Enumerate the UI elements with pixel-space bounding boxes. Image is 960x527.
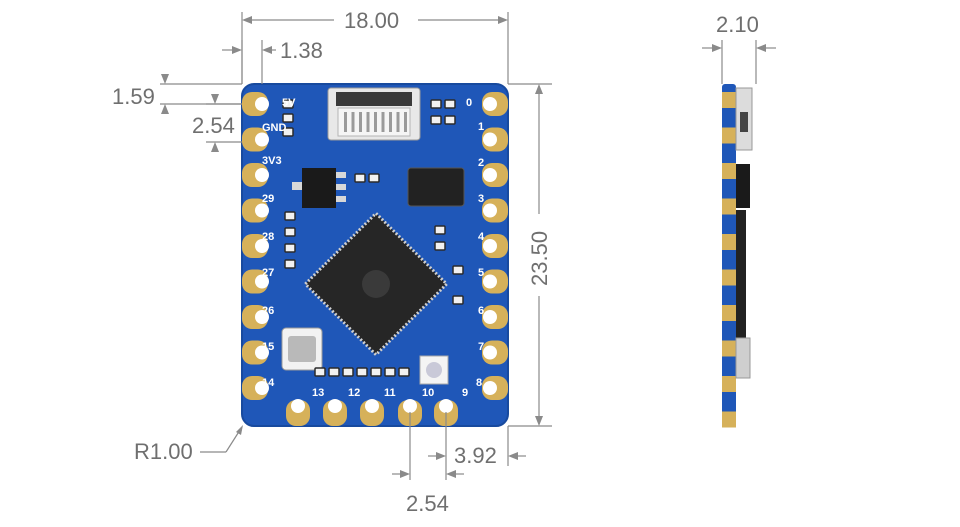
passive-components — [282, 99, 464, 377]
pad — [360, 399, 384, 426]
pin-label-9: 9 — [462, 387, 468, 399]
dim-edge-offset-label: 1.38 — [280, 38, 323, 63]
pin-label-gnd: GND — [262, 122, 287, 134]
dim-bottom-offset-label: 3.92 — [454, 443, 497, 468]
pad — [242, 92, 269, 116]
dim-thickness-label: 2.10 — [716, 12, 759, 37]
left-pin-pads — [242, 92, 269, 400]
dim-thickness: 2.10 — [702, 12, 776, 84]
pad — [242, 198, 269, 223]
pad — [482, 234, 508, 258]
rgb-led — [419, 355, 449, 385]
pad — [482, 376, 508, 400]
pin-label-6: 6 — [478, 305, 484, 317]
pad — [323, 399, 347, 426]
pin-label-11: 11 — [384, 387, 396, 399]
pin-label-28: 28 — [262, 231, 274, 243]
pin-label-27: 27 — [262, 267, 274, 279]
fpc-connector — [327, 87, 421, 141]
pad — [242, 269, 269, 294]
dim-top-offset-label: 1.59 — [112, 84, 155, 109]
dim-height-label: 23.50 — [527, 231, 552, 286]
dim-pin-pitch-bottom: 2.54 — [392, 412, 464, 516]
flash-chip — [407, 167, 465, 207]
dim-top-offset: 1.59 — [112, 74, 242, 114]
pad — [242, 340, 269, 365]
voltage-regulator — [292, 168, 346, 208]
pad — [242, 163, 269, 187]
pin-label-15: 15 — [262, 341, 274, 353]
pin-label-13: 13 — [312, 387, 324, 399]
pin-label-0: 0 — [466, 97, 472, 109]
dim-corner-radius-label: R1.00 — [134, 439, 193, 464]
dim-pin-pitch-left: 2.54 — [192, 94, 242, 152]
pad — [482, 305, 508, 329]
dim-pin-pitch-left-label: 2.54 — [192, 113, 235, 138]
rp2040-chip — [303, 211, 449, 357]
pin-label-10: 10 — [422, 387, 434, 399]
dim-width-label: 18.00 — [344, 8, 399, 33]
side-chip-profile — [736, 164, 750, 208]
pin-label-2: 2 — [478, 157, 484, 169]
pin-label-7: 7 — [478, 341, 484, 353]
dim-pin-pitch-bottom-label: 2.54 — [406, 491, 449, 516]
pad — [242, 305, 269, 329]
pin-label-26: 26 — [262, 305, 274, 317]
dim-corner-radius: R1.00 — [134, 425, 243, 464]
board-side-view — [722, 84, 753, 428]
pad — [482, 127, 508, 152]
pad — [482, 163, 508, 187]
pin-label-3v3: 3V3 — [262, 155, 282, 167]
dim-bottom-offset: 3.92 — [428, 412, 526, 468]
pad — [482, 92, 508, 116]
pin-label-8: 8 — [476, 377, 482, 389]
pin-label-12: 12 — [348, 387, 360, 399]
pad — [286, 399, 310, 426]
pad — [242, 234, 269, 258]
pad — [482, 340, 508, 365]
dim-height: 23.50 — [508, 83, 552, 427]
board-front-view: 5V GND 3V3 29 28 27 26 15 14 0 1 2 3 4 5… — [241, 83, 509, 427]
pin-label-4: 4 — [478, 231, 485, 243]
dim-edge-offset: 1.38 — [222, 38, 323, 84]
pin-label-3: 3 — [478, 193, 484, 205]
pin-label-5: 5 — [478, 267, 484, 279]
pad — [482, 269, 508, 294]
pin-label-5v: 5V — [282, 97, 296, 109]
pad — [482, 198, 508, 223]
pin-label-1: 1 — [478, 121, 484, 133]
pad — [242, 127, 269, 152]
pin-label-29: 29 — [262, 193, 274, 205]
right-pin-pads — [482, 92, 508, 400]
crystal — [281, 327, 323, 371]
pin-label-14: 14 — [262, 377, 275, 389]
pad — [242, 376, 269, 400]
pin-labels: 5V GND 3V3 29 28 27 26 15 14 0 1 2 3 4 5… — [262, 97, 485, 399]
